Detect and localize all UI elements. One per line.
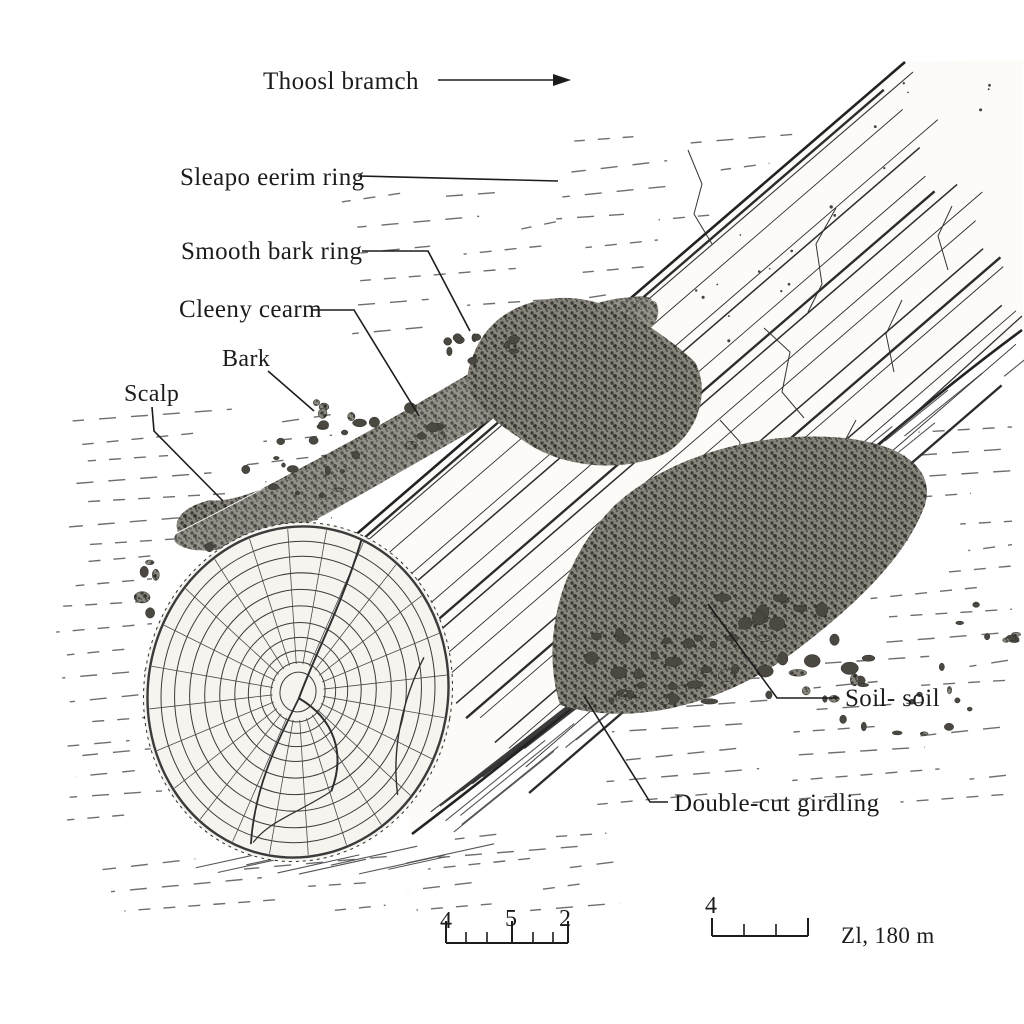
leader-bark (267, 370, 315, 412)
leader-sleapo (357, 175, 559, 182)
scale-left-number-4: 4 (440, 908, 452, 934)
log-cross-section (142, 521, 454, 863)
leader-cleeny (312, 309, 420, 417)
arrowhead (553, 74, 571, 86)
leader-smooth (362, 250, 471, 332)
labels: Thoosl bramch Sleapo eerim ring Smooth b… (124, 68, 940, 948)
label-sleapo-eerim-ring: Sleapo eerim ring (180, 164, 365, 191)
bark-patch-upper (467, 297, 702, 466)
label-double-cut-girdling: Double-cut girdling (674, 790, 880, 817)
label-bark: Bark (222, 346, 270, 372)
label-soil-soil: Soil- soil (845, 685, 940, 712)
label-cleeny-cearm: Cleeny cearm (179, 296, 322, 323)
leader-soil (707, 603, 838, 699)
face-cracks (249, 540, 425, 845)
label-smooth-bark-ring: Smooth bark ring (181, 238, 362, 265)
scale-right-number-4: 4 (705, 893, 717, 919)
growth-rings (146, 525, 450, 859)
leader-girdling (583, 695, 668, 803)
scale-bar-right (711, 918, 809, 937)
scale-left-number-2: 2 (559, 906, 571, 932)
scale-left-number-5: 5 (505, 906, 517, 932)
leader-scalp (151, 406, 224, 502)
scale-bar-left (445, 921, 569, 944)
label-thoosl-bramch: Thoosl bramch (263, 68, 419, 95)
log-surface (352, 60, 1023, 834)
label-scalp: Scalp (124, 381, 179, 407)
leader-lines (151, 79, 838, 803)
scale-right-caption: Zl, 180 m (841, 923, 935, 948)
bark-patch-central (552, 436, 927, 714)
